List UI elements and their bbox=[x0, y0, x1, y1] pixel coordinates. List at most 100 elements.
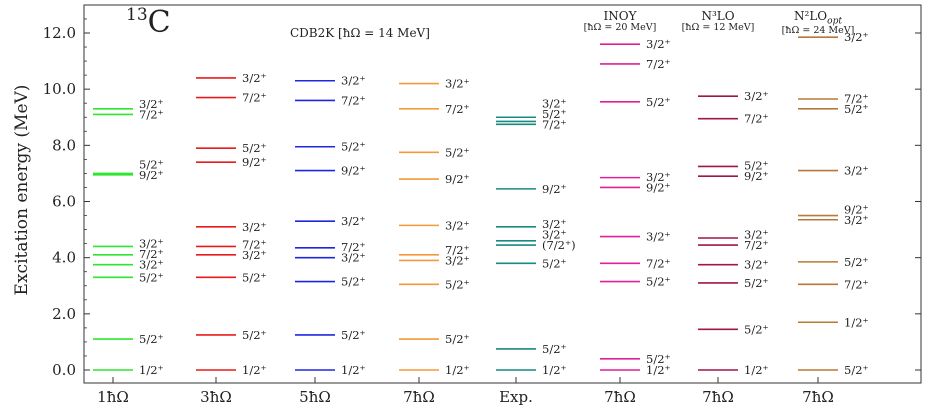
level-label: 3/2⁺ bbox=[242, 248, 267, 262]
level-label: 3/2⁺ bbox=[646, 230, 671, 244]
level-label: 3/2⁺ bbox=[242, 71, 267, 85]
level-label: 7/2⁺ bbox=[445, 102, 470, 116]
x-tick-label: Exp. bbox=[499, 388, 533, 406]
column-header-title: INOY bbox=[603, 9, 637, 23]
level-label: 7/2⁺ bbox=[646, 57, 671, 71]
y-tick-label: 12.0 bbox=[43, 24, 76, 42]
column-header-title: N³LO bbox=[701, 9, 735, 23]
level-label: 5/2⁺ bbox=[744, 322, 769, 336]
y-tick-label: 10.0 bbox=[43, 80, 76, 98]
level-label: 5/2⁺ bbox=[844, 102, 869, 116]
level-column: 1/2⁺5/2⁺5/2⁺(7/2⁺)3/2⁺3/2⁺9/2⁺7/2⁺5/2⁺3/… bbox=[496, 96, 576, 377]
level-column: 1/2⁺5/2⁺5/2⁺3/2⁺7/2⁺3/2⁺9/2⁺5/2⁺7/2⁺3/2⁺ bbox=[698, 89, 769, 377]
group-label: CDB2K [ħΩ = 14 MeV] bbox=[290, 26, 430, 40]
column-header-subtitle: [ħΩ = 24 MeV] bbox=[781, 25, 855, 37]
level-label: 3/2⁺ bbox=[242, 220, 267, 234]
level-label: 9/2⁺ bbox=[744, 169, 769, 183]
level-label: 7/2⁺ bbox=[844, 91, 869, 105]
y-tick-label: 0.0 bbox=[52, 361, 76, 379]
column-header: N³LO[ħΩ = 12 MeV] bbox=[673, 9, 763, 33]
level-label: 3/2⁺ bbox=[646, 170, 671, 184]
level-column: 1/2⁺5/2⁺5/2⁺7/2⁺3/2⁺9/2⁺3/2⁺5/2⁺7/2⁺3/2⁺ bbox=[600, 37, 671, 377]
level-label: 5/2⁺ bbox=[844, 363, 869, 377]
level-label: 3/2⁺ bbox=[445, 253, 470, 267]
x-tick-label: 3ħΩ bbox=[200, 388, 232, 406]
level-label: 7/2⁺ bbox=[844, 277, 869, 291]
level-label: 5/2⁺ bbox=[341, 328, 366, 342]
level-label: 9/2⁺ bbox=[445, 172, 470, 186]
level-label: 3/2⁺ bbox=[844, 30, 869, 44]
level-label: 5/2⁺ bbox=[542, 256, 567, 270]
level-label: 3/2⁺ bbox=[139, 97, 164, 111]
y-tick-label: 6.0 bbox=[52, 193, 76, 211]
level-column: 1/2⁺5/2⁺5/2⁺3/2⁺7/2⁺3/2⁺9/2⁺5/2⁺7/2⁺3/2⁺ bbox=[196, 71, 267, 377]
level-label: 3/2⁺ bbox=[542, 96, 567, 110]
level-label: 5/2⁺ bbox=[139, 157, 164, 171]
level-label: 3/2⁺ bbox=[542, 228, 567, 242]
x-tick-label: 7ħΩ bbox=[604, 388, 636, 406]
level-label: 9/2⁺ bbox=[139, 168, 164, 182]
nucleus-title: 13C bbox=[126, 5, 171, 40]
level-label: 3/2⁺ bbox=[139, 258, 164, 272]
plot-frame bbox=[83, 4, 922, 384]
level-label: 7/2⁺ bbox=[242, 237, 267, 251]
level-label: 3/2⁺ bbox=[445, 218, 470, 232]
level-label: 5/2⁺ bbox=[646, 275, 671, 289]
level-column: 1/2⁺5/2⁺5/2⁺3/2⁺7/2⁺3/2⁺9/2⁺5/2⁺7/2⁺3/2⁺ bbox=[399, 77, 470, 377]
level-label: 7/2⁺ bbox=[341, 93, 366, 107]
column-header-subscript: opt bbox=[827, 16, 842, 27]
level-label: 5/2⁺ bbox=[844, 255, 869, 269]
level-lines: 1/2⁺5/2⁺5/2⁺3/2⁺7/2⁺3/2⁺9/2⁺5/2⁺7/2⁺3/2⁺… bbox=[93, 30, 869, 377]
level-label: 3/2⁺ bbox=[744, 228, 769, 242]
level-label: 1/2⁺ bbox=[744, 363, 769, 377]
level-label: 9/2⁺ bbox=[242, 155, 267, 169]
level-label: 3/2⁺ bbox=[744, 89, 769, 103]
level-column: 1/2⁺5/2⁺5/2⁺3/2⁺7/2⁺3/2⁺9/2⁺5/2⁺7/2⁺3/2⁺ bbox=[93, 97, 164, 377]
level-label: 5/2⁺ bbox=[242, 270, 267, 284]
level-label: 1/2⁺ bbox=[542, 363, 567, 377]
column-header: INOY[ħΩ = 20 MeV] bbox=[575, 9, 665, 33]
level-label: 3/2⁺ bbox=[844, 164, 869, 178]
level-label: 1/2⁺ bbox=[844, 315, 869, 329]
level-label: 7/2⁺ bbox=[445, 243, 470, 257]
level-column: 1/2⁺5/2⁺5/2⁺3/2⁺7/2⁺3/2⁺9/2⁺5/2⁺7/2⁺3/2⁺ bbox=[295, 74, 366, 377]
level-label: 5/2⁺ bbox=[139, 332, 164, 346]
level-label: 1/2⁺ bbox=[341, 363, 366, 377]
level-label: 3/2⁺ bbox=[844, 213, 869, 227]
x-tick-label: 7ħΩ bbox=[403, 388, 435, 406]
x-tick-label: 5ħΩ bbox=[299, 388, 331, 406]
level-label: 5/2⁺ bbox=[242, 328, 267, 342]
level-label: 9/2⁺ bbox=[844, 202, 869, 216]
level-label: 1/2⁺ bbox=[139, 363, 164, 377]
level-label: 7/2⁺ bbox=[139, 247, 164, 261]
level-label: 3/2⁺ bbox=[341, 74, 366, 88]
level-label: 1/2⁺ bbox=[646, 363, 671, 377]
y-tick-label: 4.0 bbox=[52, 249, 76, 267]
level-label: (7/2⁺) bbox=[542, 238, 576, 252]
level-label: 5/2⁺ bbox=[445, 332, 470, 346]
level-label: 3/2⁺ bbox=[341, 251, 366, 265]
level-label: 5/2⁺ bbox=[646, 352, 671, 366]
level-label: 5/2⁺ bbox=[646, 95, 671, 109]
level-label: 7/2⁺ bbox=[139, 107, 164, 121]
level-label: 7/2⁺ bbox=[242, 91, 267, 105]
y-axis-label: Excitation energy (MeV) bbox=[12, 84, 32, 296]
level-label: 7/2⁺ bbox=[646, 256, 671, 270]
y-axis: 0.02.04.06.08.010.012.0 bbox=[43, 18, 921, 379]
level-label: 5/2⁺ bbox=[542, 342, 567, 356]
x-tick-label: 7ħΩ bbox=[702, 388, 734, 406]
column-header: N²LOopt[ħΩ = 24 MeV] bbox=[773, 9, 863, 36]
level-label: 7/2⁺ bbox=[341, 240, 366, 254]
level-label: 9/2⁺ bbox=[341, 164, 366, 178]
column-header-title: N²LOopt bbox=[794, 9, 842, 27]
level-label: 7/2⁺ bbox=[542, 117, 567, 131]
level-column: 5/2⁺1/2⁺7/2⁺5/2⁺3/2⁺9/2⁺3/2⁺5/2⁺7/2⁺3/2⁺ bbox=[798, 30, 869, 377]
level-label: 7/2⁺ bbox=[744, 112, 769, 126]
level-label: 5/2⁺ bbox=[744, 159, 769, 173]
level-label: 7/2⁺ bbox=[744, 238, 769, 252]
x-tick-label: 1ħΩ bbox=[97, 388, 129, 406]
level-label: 5/2⁺ bbox=[139, 270, 164, 284]
level-label: 3/2⁺ bbox=[341, 214, 366, 228]
level-label: 1/2⁺ bbox=[445, 363, 470, 377]
level-label: 5/2⁺ bbox=[341, 275, 366, 289]
